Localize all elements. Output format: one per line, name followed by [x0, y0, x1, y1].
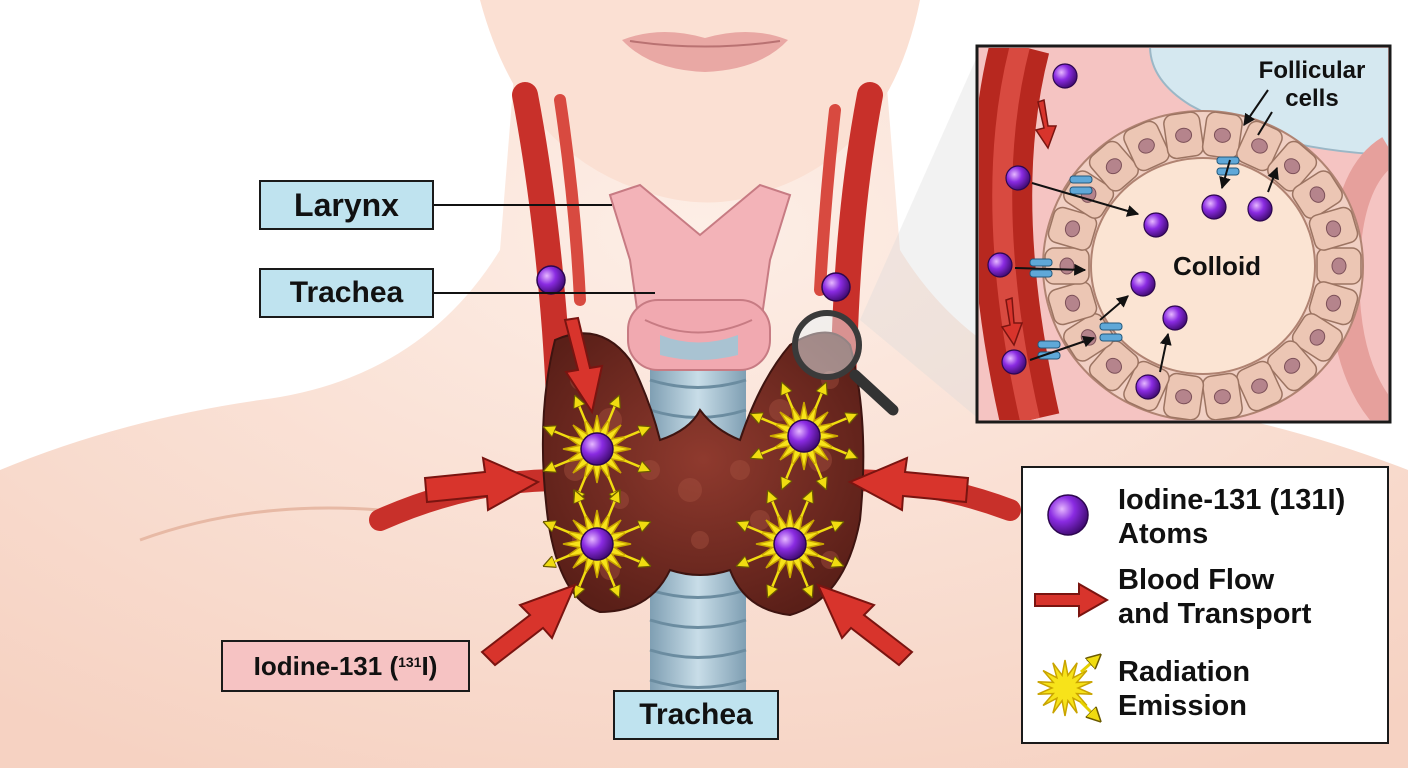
- legend-radiation-line1: Radiation: [1118, 656, 1251, 688]
- uptake-arrow: [1267, 166, 1279, 193]
- legend-flow-arrow-icon: [1034, 582, 1110, 618]
- follicular-cell: [1308, 281, 1359, 326]
- follicular-cell: [1316, 247, 1362, 285]
- follicular-cell: [1163, 372, 1205, 420]
- radiation-burst-2: [752, 384, 855, 487]
- transporter-channel: [1099, 322, 1123, 342]
- iodine-atom: [580, 527, 614, 561]
- iodine-label-suffix: I): [421, 650, 438, 681]
- larynx-label: Larynx: [259, 180, 434, 230]
- follicular-cell: [1267, 140, 1318, 192]
- follicular-cell: [1047, 206, 1098, 251]
- follicular-cell: [1236, 360, 1283, 412]
- follicular-cell: [1267, 340, 1318, 392]
- flow-arrow-right: [847, 456, 970, 512]
- uptake-arrow: [1219, 159, 1231, 190]
- follicular-cells-label-line2: cells: [1285, 85, 1338, 112]
- inset-iodine-atom: [1130, 271, 1156, 297]
- inset-iodine-atom: [1005, 165, 1031, 191]
- flow-arrow-upper-left: [563, 316, 604, 415]
- inset-iodine-atom: [1143, 212, 1169, 238]
- follicular-cell: [1123, 120, 1170, 172]
- radiation-burst-1: [545, 397, 648, 500]
- legend-atom-icon: [1047, 494, 1089, 536]
- uptake-arrow: [1014, 263, 1087, 276]
- vessel-atom-left: [536, 265, 566, 295]
- legend-flow-line1: Blood Flow: [1118, 564, 1275, 596]
- iodine-label-mass: 131: [398, 654, 422, 670]
- vessel-atom-right: [821, 272, 851, 302]
- radiation-bursts: [545, 384, 855, 595]
- uptake-arrow: [1099, 295, 1129, 321]
- legend: Iodine-131 (131I) Atoms Blood Flow and T…: [1021, 466, 1389, 744]
- inset-iodine-atom: [1052, 63, 1078, 89]
- iodine-atom: [773, 527, 807, 561]
- follicular-cells-label: Follicular: [1259, 57, 1366, 84]
- iodine-atom: [787, 419, 821, 453]
- follicular-cell: [1044, 247, 1090, 285]
- legend-atoms-line1: Iodine-131 (131I): [1118, 484, 1346, 516]
- legend-radiation-icon: [1037, 650, 1109, 726]
- lips: [622, 31, 788, 72]
- legend-atoms-line2: Atoms: [1118, 518, 1209, 550]
- follicular-cell: [1088, 140, 1139, 192]
- follicular-cell: [1201, 372, 1243, 420]
- follicular-cell: [1163, 111, 1205, 160]
- flow-arrow-left: [423, 456, 541, 512]
- follicular-cell: [1291, 313, 1343, 362]
- iodine-label-prefix: Iodine-131 (: [253, 650, 399, 681]
- transporter-channel: [1069, 175, 1093, 195]
- legend-flow-line2: and Transport: [1118, 598, 1312, 630]
- follicular-cell: [1291, 170, 1343, 219]
- inset-iodine-atom: [1162, 305, 1188, 331]
- iodine-atom: [580, 432, 614, 466]
- trachea-label-upper: Trachea: [259, 268, 434, 318]
- colloid-label: Colloid: [1173, 251, 1261, 281]
- inset-flow-arrows: [1000, 99, 1058, 347]
- inset-iodine-atom: [1001, 349, 1027, 375]
- follicle-inset: Follicular cells Colloid: [975, 44, 1392, 424]
- radiation-burst-3: [545, 492, 648, 595]
- uptake-arrow: [1031, 182, 1140, 217]
- magnifier-icon: [792, 50, 980, 420]
- inset-iodine-atom: [987, 252, 1013, 278]
- flow-arrow-lower-right: [816, 583, 914, 667]
- flow-arrow-lower-left: [480, 583, 577, 667]
- uptake-arrow: [1159, 332, 1172, 373]
- uptake-arrow: [1029, 335, 1096, 361]
- inset-iodine-atom: [1247, 196, 1273, 222]
- follicular-cell: [1236, 120, 1283, 172]
- transporter-channel: [1029, 258, 1053, 278]
- blood-flow-arrows: [423, 316, 970, 667]
- legend-radiation-line2: Emission: [1118, 690, 1247, 722]
- radiation-burst-4: [738, 492, 841, 595]
- transporter-channel: [1216, 156, 1240, 176]
- transporter-channel: [1037, 340, 1061, 360]
- follicular-cells: [1044, 111, 1362, 420]
- follicular-cell: [1047, 281, 1098, 326]
- inset-atoms: [987, 63, 1279, 400]
- label-pointer-lines: [433, 204, 655, 294]
- inset-iodine-atom: [1201, 194, 1227, 220]
- follicular-cell: [1088, 340, 1139, 392]
- inset-iodine-atom: [1135, 374, 1161, 400]
- trachea-label-lower: Trachea: [613, 690, 779, 740]
- follicular-cell: [1308, 206, 1359, 251]
